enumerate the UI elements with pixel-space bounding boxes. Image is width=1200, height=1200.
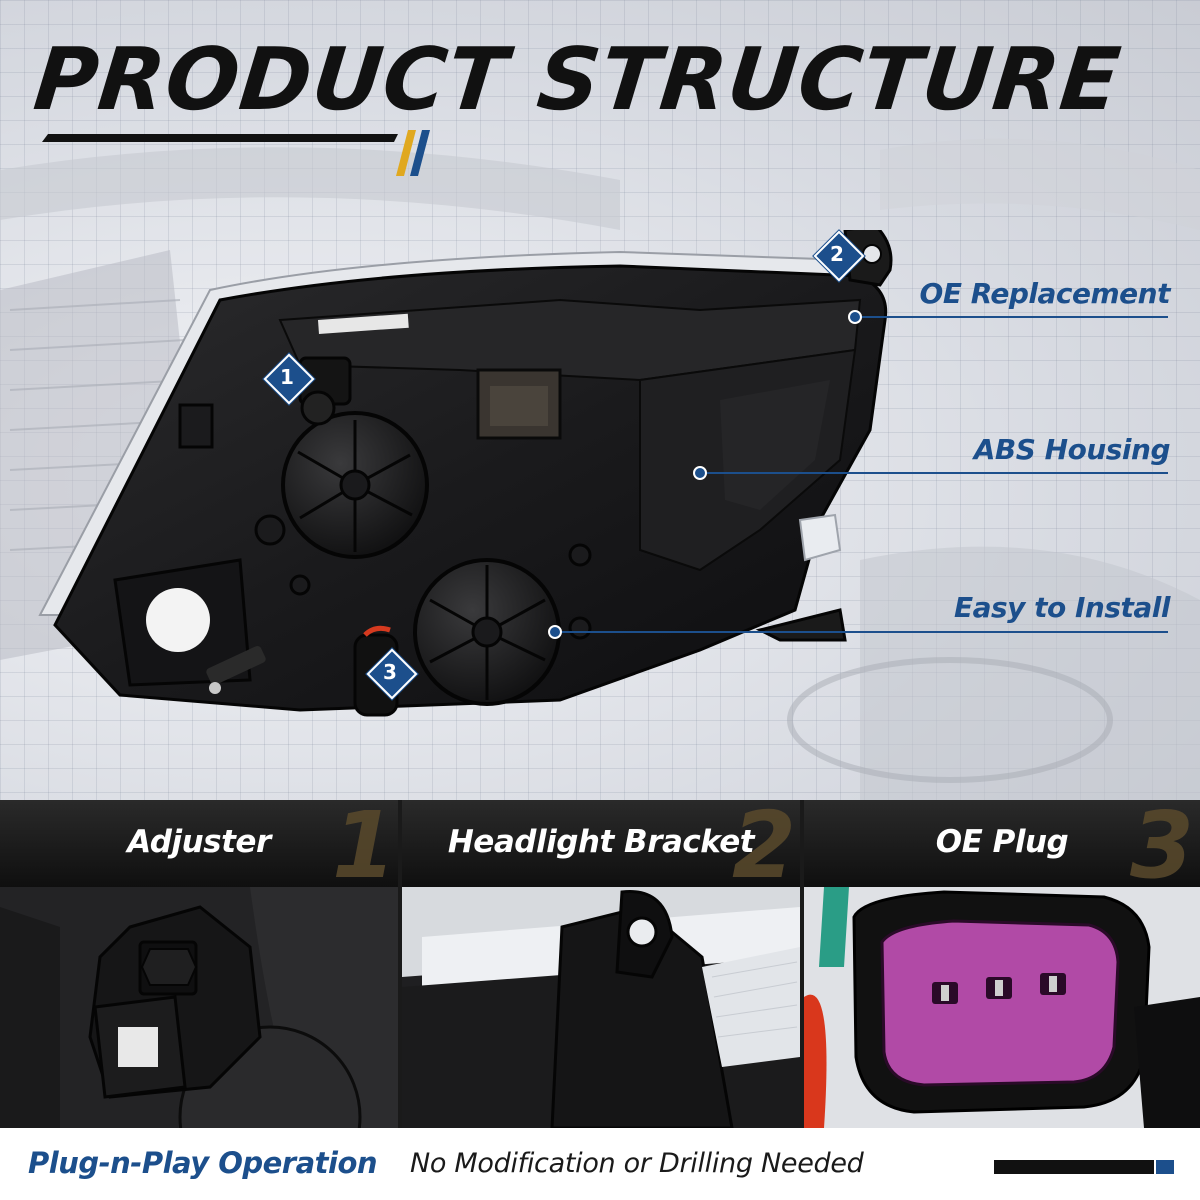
- feature-panel-headlight-bracket: 2 Headlight Bracket: [402, 800, 800, 1128]
- footer-highlight-text: Plug-n-Play Operation: [28, 1146, 378, 1180]
- callout-easy-to-install: Easy to Install: [953, 591, 1171, 624]
- feature-number: 2: [731, 800, 796, 899]
- badge-number: 1: [280, 365, 294, 389]
- callout-abs-housing: ABS Housing: [973, 433, 1171, 466]
- adjuster-closeup-image: [0, 887, 398, 1128]
- feature-header: 2 Headlight Bracket: [402, 800, 800, 892]
- feature-label: Adjuster: [127, 824, 271, 860]
- badge-number: 2: [830, 242, 844, 266]
- feature-number: 1: [331, 800, 396, 899]
- oe-plug-closeup-image: [804, 887, 1200, 1128]
- feature-number: 3: [1129, 800, 1194, 899]
- hero-section: PRODUCT STRUCTURE: [0, 0, 1200, 800]
- footer-decoration-bar: [994, 1160, 1174, 1174]
- feature-strip: 1 Adjuster 2 Headlight Bracket: [0, 800, 1200, 1128]
- callout-oe-replacement: OE Replacement: [919, 277, 1171, 310]
- badge-adjuster-1: 1: [263, 353, 315, 405]
- badge-bracket-2: 2: [813, 230, 865, 282]
- feature-label: OE Plug: [935, 824, 1069, 860]
- bracket-closeup-image: [402, 887, 800, 1128]
- badge-number: 3: [383, 660, 397, 684]
- page-title: PRODUCT STRUCTURE: [29, 30, 1126, 130]
- feature-panel-adjuster: 1 Adjuster: [0, 800, 398, 1128]
- footer-description-text: No Modification or Drilling Needed: [410, 1148, 864, 1179]
- feature-header: 1 Adjuster: [0, 800, 398, 892]
- feature-label: Headlight Bracket: [447, 824, 755, 860]
- feature-header: 3 OE Plug: [804, 800, 1200, 892]
- headlight-rear-view-image: [38, 230, 1168, 717]
- feature-panel-oe-plug: 3 OE Plug: [804, 800, 1200, 1128]
- title-underline-decoration: [42, 130, 430, 176]
- footer-banner: Plug-n-Play Operation No Modification or…: [0, 1128, 1200, 1200]
- badge-plug-3: 3: [366, 648, 418, 700]
